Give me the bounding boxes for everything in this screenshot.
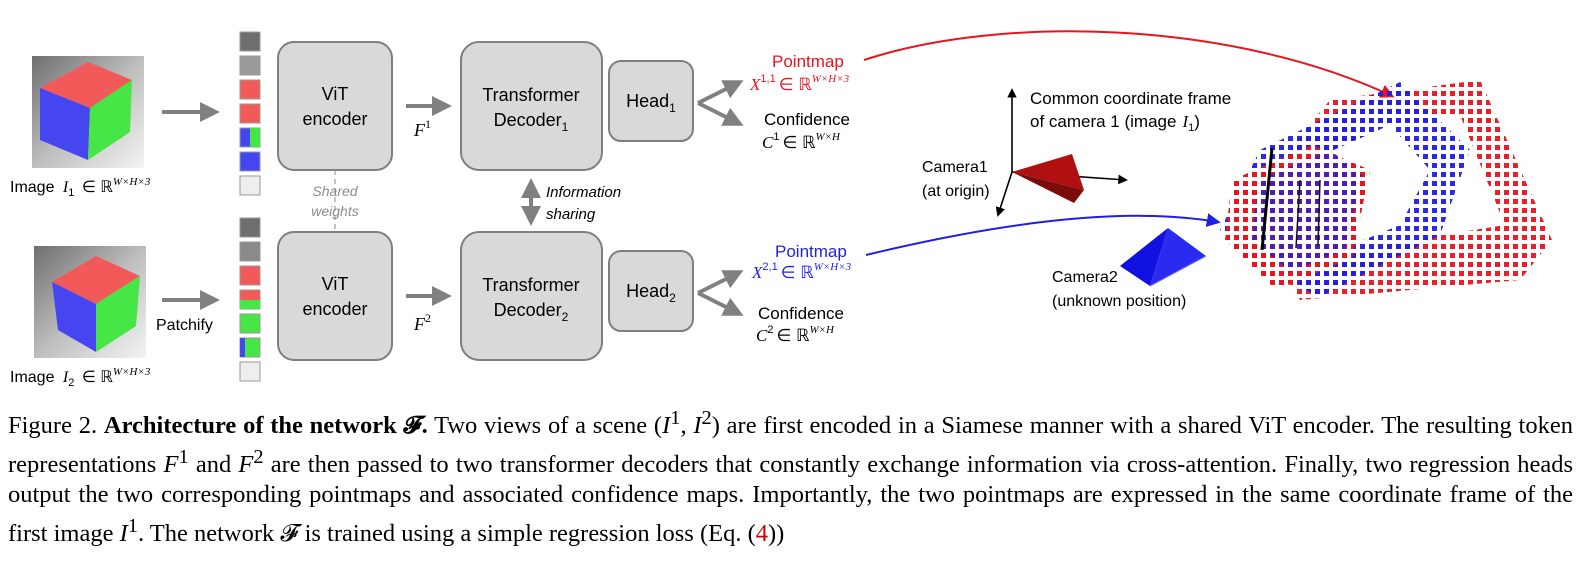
pointmap-1-label: Pointmap bbox=[772, 52, 844, 71]
cube-left-face bbox=[40, 88, 90, 160]
info-sharing-line2: sharing bbox=[546, 206, 596, 223]
head-2-label: Head2 bbox=[626, 281, 676, 305]
equation-reference-link[interactable]: 4 bbox=[755, 519, 768, 547]
caption-title: Architecture of the network 𝓕. bbox=[103, 412, 428, 440]
arrow-head2-to-pointmap bbox=[697, 270, 744, 295]
caption-figure-number: Figure 2. bbox=[8, 412, 98, 440]
input-image-2 bbox=[34, 246, 146, 358]
frame-label-line1: Common coordinate frame bbox=[1030, 89, 1231, 108]
confidence-1-label: Confidence bbox=[764, 110, 850, 129]
vit-encoder-2 bbox=[277, 231, 393, 361]
info-sharing-line1: Information bbox=[546, 184, 621, 201]
vit-encoder-1-line1: ViT bbox=[322, 84, 349, 104]
confidence-1-formula: C1∈ ℝW×H bbox=[762, 131, 841, 152]
caption-text-4: . The network 𝓕 is trained using a simpl… bbox=[137, 519, 756, 547]
caption-text-3: are then passed to two transformer decod… bbox=[8, 450, 1574, 547]
confidence-2-label: Confidence bbox=[758, 304, 844, 323]
arrow-head1-to-pointmap bbox=[697, 80, 744, 105]
vit-encoder-2-line1: ViT bbox=[322, 274, 349, 294]
camera-1-icon bbox=[1012, 154, 1084, 203]
arrow-head1-to-confidence bbox=[697, 101, 744, 126]
confidence-2-formula: C2∈ ℝW×H bbox=[756, 324, 835, 345]
vit-encoder-2-line2: encoder bbox=[302, 299, 367, 319]
patch-strip-2 bbox=[239, 217, 261, 382]
pointmap-2-label: Pointmap bbox=[775, 242, 847, 261]
pointmap-1-to-scene-arrow bbox=[863, 30, 1395, 98]
architecture-diagram: Image I1 ∈ ℝW×H×3 Image I2 ∈ ℝW×H×3 Patc… bbox=[10, 30, 1552, 390]
decoder-1-line2: Decoder1 bbox=[494, 110, 569, 134]
decoder-1-line1: Transformer bbox=[482, 85, 579, 105]
pointmap-2-formula: X2,1∈ ℝW×H×3 bbox=[751, 261, 852, 282]
point-cloud bbox=[1220, 80, 1552, 300]
pointmap-1-formula: X1,1∈ ℝW×H×3 bbox=[749, 73, 850, 94]
camera-2-line2: (unknown position) bbox=[1052, 293, 1186, 310]
vit-encoder-1 bbox=[277, 41, 393, 171]
head-2 bbox=[608, 250, 694, 332]
head-1 bbox=[608, 60, 694, 142]
decoder-2-line1: Transformer bbox=[482, 275, 579, 295]
cube-top-face bbox=[40, 62, 132, 108]
head-1-label: Head1 bbox=[626, 91, 676, 115]
camera-1-line2: (at origin) bbox=[922, 183, 990, 200]
figure-caption: Figure 2. Architecture of the network 𝓕.… bbox=[8, 407, 1574, 547]
camera-2-line1: Camera2 bbox=[1052, 269, 1118, 286]
pointmap-2-to-scene-arrow bbox=[865, 213, 1221, 256]
decoder-2-line2: Decoder2 bbox=[494, 300, 569, 324]
caption-text-2: ) are first encoded in a Siamese manner … bbox=[8, 412, 1573, 478]
camera-1-line1: Camera1 bbox=[922, 159, 988, 176]
transformer-decoder-1 bbox=[460, 41, 603, 171]
feature-f1: F1 bbox=[413, 117, 431, 140]
image-1-label: Image I1 ∈ ℝW×H×3 bbox=[10, 176, 151, 200]
image-2-label: Image I2 ∈ ℝW×H×3 bbox=[10, 366, 151, 390]
shared-weights-line2: weights bbox=[311, 203, 358, 219]
patch-strip-1 bbox=[239, 31, 261, 196]
feature-f2: F2 bbox=[413, 311, 431, 334]
caption-text-1: Two views of a scene ( bbox=[434, 412, 663, 440]
vit-encoder-1-line2: encoder bbox=[302, 109, 367, 129]
camera-2-icon bbox=[1120, 228, 1207, 287]
shared-weights-line1: Shared bbox=[312, 183, 358, 199]
patchify-label: Patchify bbox=[156, 317, 213, 334]
arrow-head2-to-confidence bbox=[697, 291, 744, 316]
cube-right-face bbox=[88, 80, 132, 160]
transformer-decoder-2 bbox=[460, 231, 603, 361]
input-image-1 bbox=[32, 56, 144, 168]
